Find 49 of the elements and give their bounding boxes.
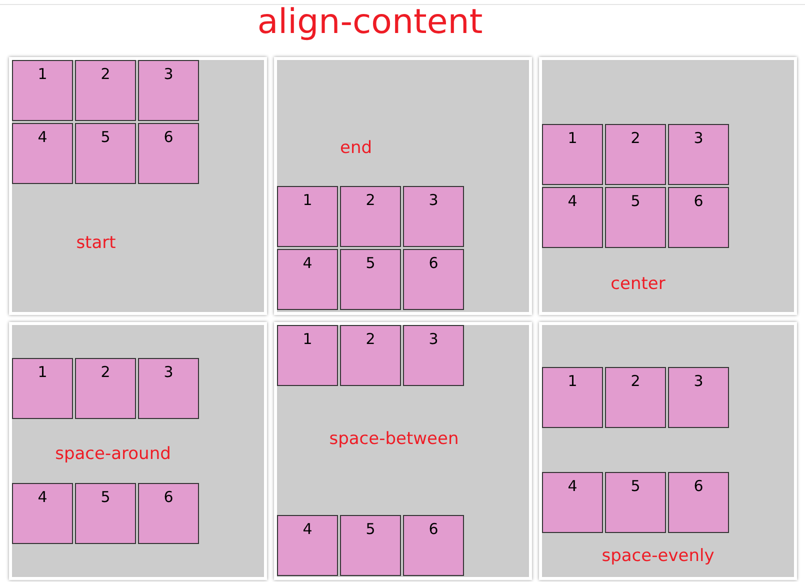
flex-item: 3 bbox=[668, 367, 729, 428]
caption-text: space-around bbox=[55, 444, 171, 464]
flex-item: 5 bbox=[605, 187, 666, 248]
caption-text: space-evenly bbox=[602, 546, 714, 566]
flex-item: 6 bbox=[138, 483, 199, 544]
flex-item: 4 bbox=[542, 472, 603, 533]
flex-container bbox=[539, 57, 797, 315]
caption-text: start bbox=[76, 233, 116, 253]
flex-container bbox=[539, 322, 797, 580]
flex-item: 5 bbox=[340, 249, 401, 310]
flex-item: 1 bbox=[277, 325, 338, 386]
title: align-content bbox=[256, 2, 484, 42]
flex-item: 3 bbox=[138, 358, 199, 419]
flex-item: 4 bbox=[12, 123, 73, 184]
flex-item: 2 bbox=[75, 60, 136, 121]
flex-container bbox=[274, 57, 532, 315]
caption-text: end bbox=[340, 138, 372, 158]
flex-item: 2 bbox=[340, 186, 401, 247]
flex-item: 6 bbox=[403, 249, 464, 310]
flex-item: 1 bbox=[277, 186, 338, 247]
flex-item: 6 bbox=[403, 515, 464, 576]
flex-item: 2 bbox=[340, 325, 401, 386]
flex-item: 4 bbox=[277, 515, 338, 576]
flex-item: 2 bbox=[75, 358, 136, 419]
flex-item: 2 bbox=[605, 367, 666, 428]
flex-item: 5 bbox=[75, 483, 136, 544]
flex-item: 3 bbox=[403, 186, 464, 247]
flex-item: 5 bbox=[605, 472, 666, 533]
caption-text: center bbox=[610, 274, 666, 294]
flex-item: 3 bbox=[403, 325, 464, 386]
flex-item: 1 bbox=[542, 367, 603, 428]
flex-item: 6 bbox=[668, 187, 729, 248]
caption-text: space-between bbox=[329, 429, 459, 449]
flex-item: 1 bbox=[542, 124, 603, 185]
flex-item: 4 bbox=[277, 249, 338, 310]
flex-item: 1 bbox=[12, 60, 73, 121]
flex-container bbox=[9, 57, 267, 315]
flex-container bbox=[274, 322, 532, 580]
flex-item: 3 bbox=[668, 124, 729, 185]
flex-item: 5 bbox=[340, 515, 401, 576]
flex-item: 3 bbox=[138, 60, 199, 121]
flex-container bbox=[9, 322, 267, 580]
flex-item: 6 bbox=[138, 123, 199, 184]
flex-item: 1 bbox=[12, 358, 73, 419]
flex-item: 4 bbox=[12, 483, 73, 544]
flex-item: 2 bbox=[605, 124, 666, 185]
flex-item: 4 bbox=[542, 187, 603, 248]
flex-item: 6 bbox=[668, 472, 729, 533]
flex-item: 5 bbox=[75, 123, 136, 184]
